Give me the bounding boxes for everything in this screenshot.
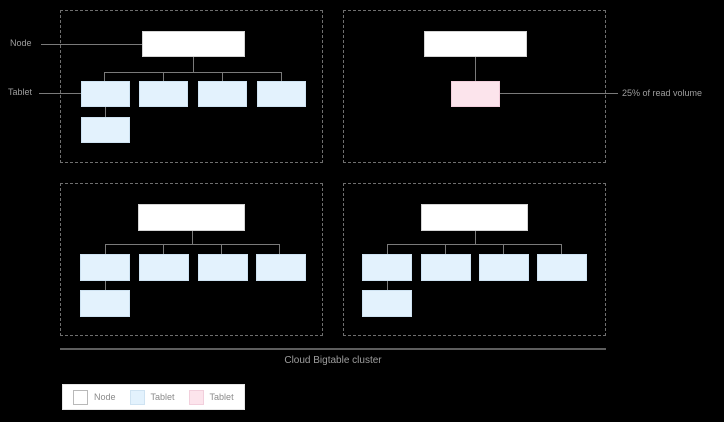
node-group-bottom-left bbox=[60, 183, 323, 336]
legend-label-node: Node bbox=[94, 391, 116, 402]
legend-label-tablet: Tablet bbox=[150, 391, 175, 402]
leader-line-node bbox=[41, 44, 142, 45]
side-label-tablet: Tablet bbox=[8, 87, 33, 97]
node-group-bottom-right bbox=[343, 183, 606, 336]
legend-swatch-tablet-icon bbox=[129, 389, 145, 405]
legend: Node Tablet Tablet bbox=[62, 384, 245, 410]
connector-drop bbox=[163, 244, 164, 254]
connector-stacked-tablet bbox=[105, 281, 106, 290]
tablet-box-stacked bbox=[80, 290, 130, 317]
node-box bbox=[142, 31, 245, 57]
connector-drop bbox=[104, 72, 105, 81]
tablet-box-stacked bbox=[362, 290, 412, 317]
connector-node-stem bbox=[475, 231, 476, 244]
node-box bbox=[424, 31, 527, 57]
legend-item-node: Node bbox=[73, 389, 116, 405]
connector-drop bbox=[387, 244, 388, 254]
tablet-box bbox=[81, 81, 130, 107]
connector-drop bbox=[503, 244, 504, 254]
legend-swatch-tablet-hot-icon bbox=[188, 389, 204, 405]
node-group-top-left bbox=[60, 10, 323, 163]
tablet-box bbox=[80, 254, 130, 281]
side-label-node: Node bbox=[10, 38, 32, 48]
connector-stacked-tablet bbox=[105, 107, 106, 117]
connector-drop bbox=[222, 72, 223, 81]
legend-label-tablet-hot: Tablet bbox=[209, 391, 234, 402]
tablet-box bbox=[479, 254, 529, 281]
tablet-box bbox=[537, 254, 587, 281]
connector-bus bbox=[104, 72, 282, 73]
tablet-box bbox=[139, 81, 188, 107]
cluster-rule bbox=[60, 348, 606, 350]
connector-node-stem bbox=[475, 57, 476, 81]
tablet-box bbox=[198, 81, 247, 107]
node-group-top-right bbox=[343, 10, 606, 163]
callout-leader-line bbox=[500, 93, 618, 94]
legend-item-tablet: Tablet bbox=[129, 389, 175, 405]
connector-drop bbox=[561, 244, 562, 254]
cluster-caption: Cloud Bigtable cluster bbox=[284, 355, 382, 366]
tablet-box bbox=[421, 254, 471, 281]
connector-drop bbox=[221, 244, 222, 254]
connector-drop bbox=[445, 244, 446, 254]
connector-drop bbox=[163, 72, 164, 81]
tablet-box bbox=[256, 254, 306, 281]
node-box bbox=[421, 204, 528, 231]
connector-node-stem bbox=[193, 57, 194, 72]
legend-swatch-node-icon bbox=[73, 389, 88, 405]
connector-drop bbox=[281, 72, 282, 81]
connector-bus bbox=[105, 244, 279, 245]
tablet-box bbox=[198, 254, 248, 281]
tablet-box bbox=[362, 254, 412, 281]
connector-bus bbox=[387, 244, 561, 245]
callout-read-volume: 25% of read volume bbox=[622, 88, 703, 98]
connector-stacked-tablet bbox=[387, 281, 388, 290]
node-box bbox=[138, 204, 245, 231]
legend-item-tablet-hot: Tablet bbox=[188, 389, 234, 405]
connector-drop bbox=[105, 244, 106, 254]
leader-line-tablet bbox=[39, 93, 81, 94]
connector-drop bbox=[279, 244, 280, 254]
tablet-box bbox=[139, 254, 189, 281]
tablet-box-stacked bbox=[81, 117, 130, 143]
tablet-box bbox=[257, 81, 306, 107]
tablet-box-hot bbox=[451, 81, 500, 107]
connector-node-stem bbox=[192, 231, 193, 244]
